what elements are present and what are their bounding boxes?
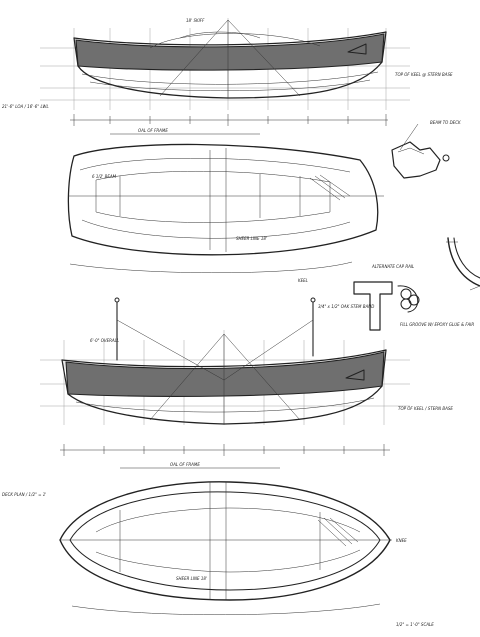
top-plan-view: 6 1/2' BEAM SHEER LINE 18' KEEL [67, 143, 384, 283]
scale-note: 1/2" = 1'-0" SCALE [396, 622, 434, 627]
section-detail-top-right: BEAM TO DECK [391, 120, 461, 179]
bottom-plan-sheer-label: SHEER LINE 18' [176, 576, 207, 581]
top-plan-sheer-label: SHEER LINE 18' [236, 236, 267, 241]
bottom-left-note: DECK PLAN / 1/2" = 1' [2, 492, 46, 497]
knee-detail [446, 237, 480, 291]
top-left-note: 21'-6" LOA / 16'-6" LWL [2, 104, 49, 109]
beam-to-deck-label: BEAM TO DECK [430, 120, 461, 125]
top-profile-title: 18' SKIFF [186, 18, 205, 23]
alternate-cap-rail-detail: ALTERNATE CAP RAIL 3/4" x 1/2" OAK STEM … [318, 264, 474, 331]
bottom-plan-knee-label: KNEE [396, 538, 407, 543]
top-dimension-ruler: OAL OF FRAME [70, 114, 388, 135]
top-profile-sheer-note: TOP OF KEEL @ STERN BASE [395, 72, 453, 77]
top-dims-label: OAL OF FRAME [138, 128, 168, 133]
mid-sheer-note: TOP OF KEEL / STERN BASE [398, 406, 453, 411]
mid-overall-note: 6'-0" OVERALL [90, 338, 119, 343]
stem-band-note: 3/4" x 1/2" OAK STEM BAND [318, 304, 374, 309]
bottom-dimension-ruler: OAL OF FRAME [60, 444, 390, 469]
bottom-dims-label: OAL OF FRAME [170, 462, 200, 467]
top-plan-hull-outline [67, 143, 379, 256]
top-profile-view: 18' SKIFF TOP OF KEEL @ STERN BASE [40, 18, 453, 110]
mid-profile-view: 6'-0" OVERALL TOP OF KEEL / STERN BASE [40, 297, 453, 425]
fill-groove-note: FILL GROOVE W/ EPOXY GLUE & FAIR [400, 322, 474, 327]
alternate-cap-rail-label: ALTERNATE CAP RAIL [371, 264, 414, 269]
top-plan-keel-label: KEEL [298, 278, 308, 283]
top-plan-beam-label: 6 1/2' BEAM [92, 174, 117, 179]
bottom-plan-view: SHEER LINE 18' KNEE [59, 481, 407, 615]
